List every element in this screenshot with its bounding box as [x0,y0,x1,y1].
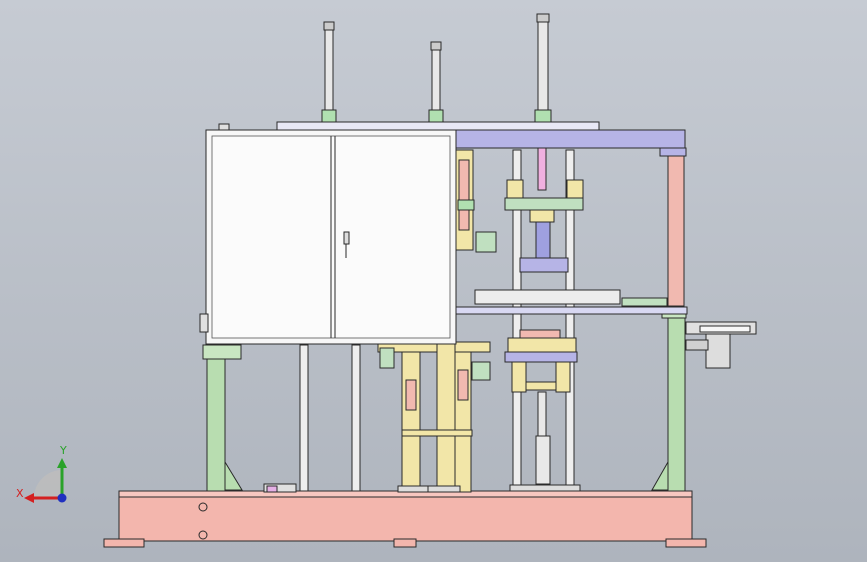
right-green-leg [651,307,687,492]
right-side-bracket [685,321,757,369]
middle-rail [454,289,688,315]
upper-press [504,147,584,273]
electrical-cabinet [199,123,457,345]
left-green-leg [202,344,243,492]
y-axis-label: Y [59,444,67,457]
lower-press [504,329,581,492]
x-axis-label: X [16,487,24,500]
base-frame [103,483,707,548]
left-mechanism [377,149,497,493]
right-pink-post [667,155,685,307]
top-cylinders [321,13,552,123]
coordinate-triad [24,458,67,503]
